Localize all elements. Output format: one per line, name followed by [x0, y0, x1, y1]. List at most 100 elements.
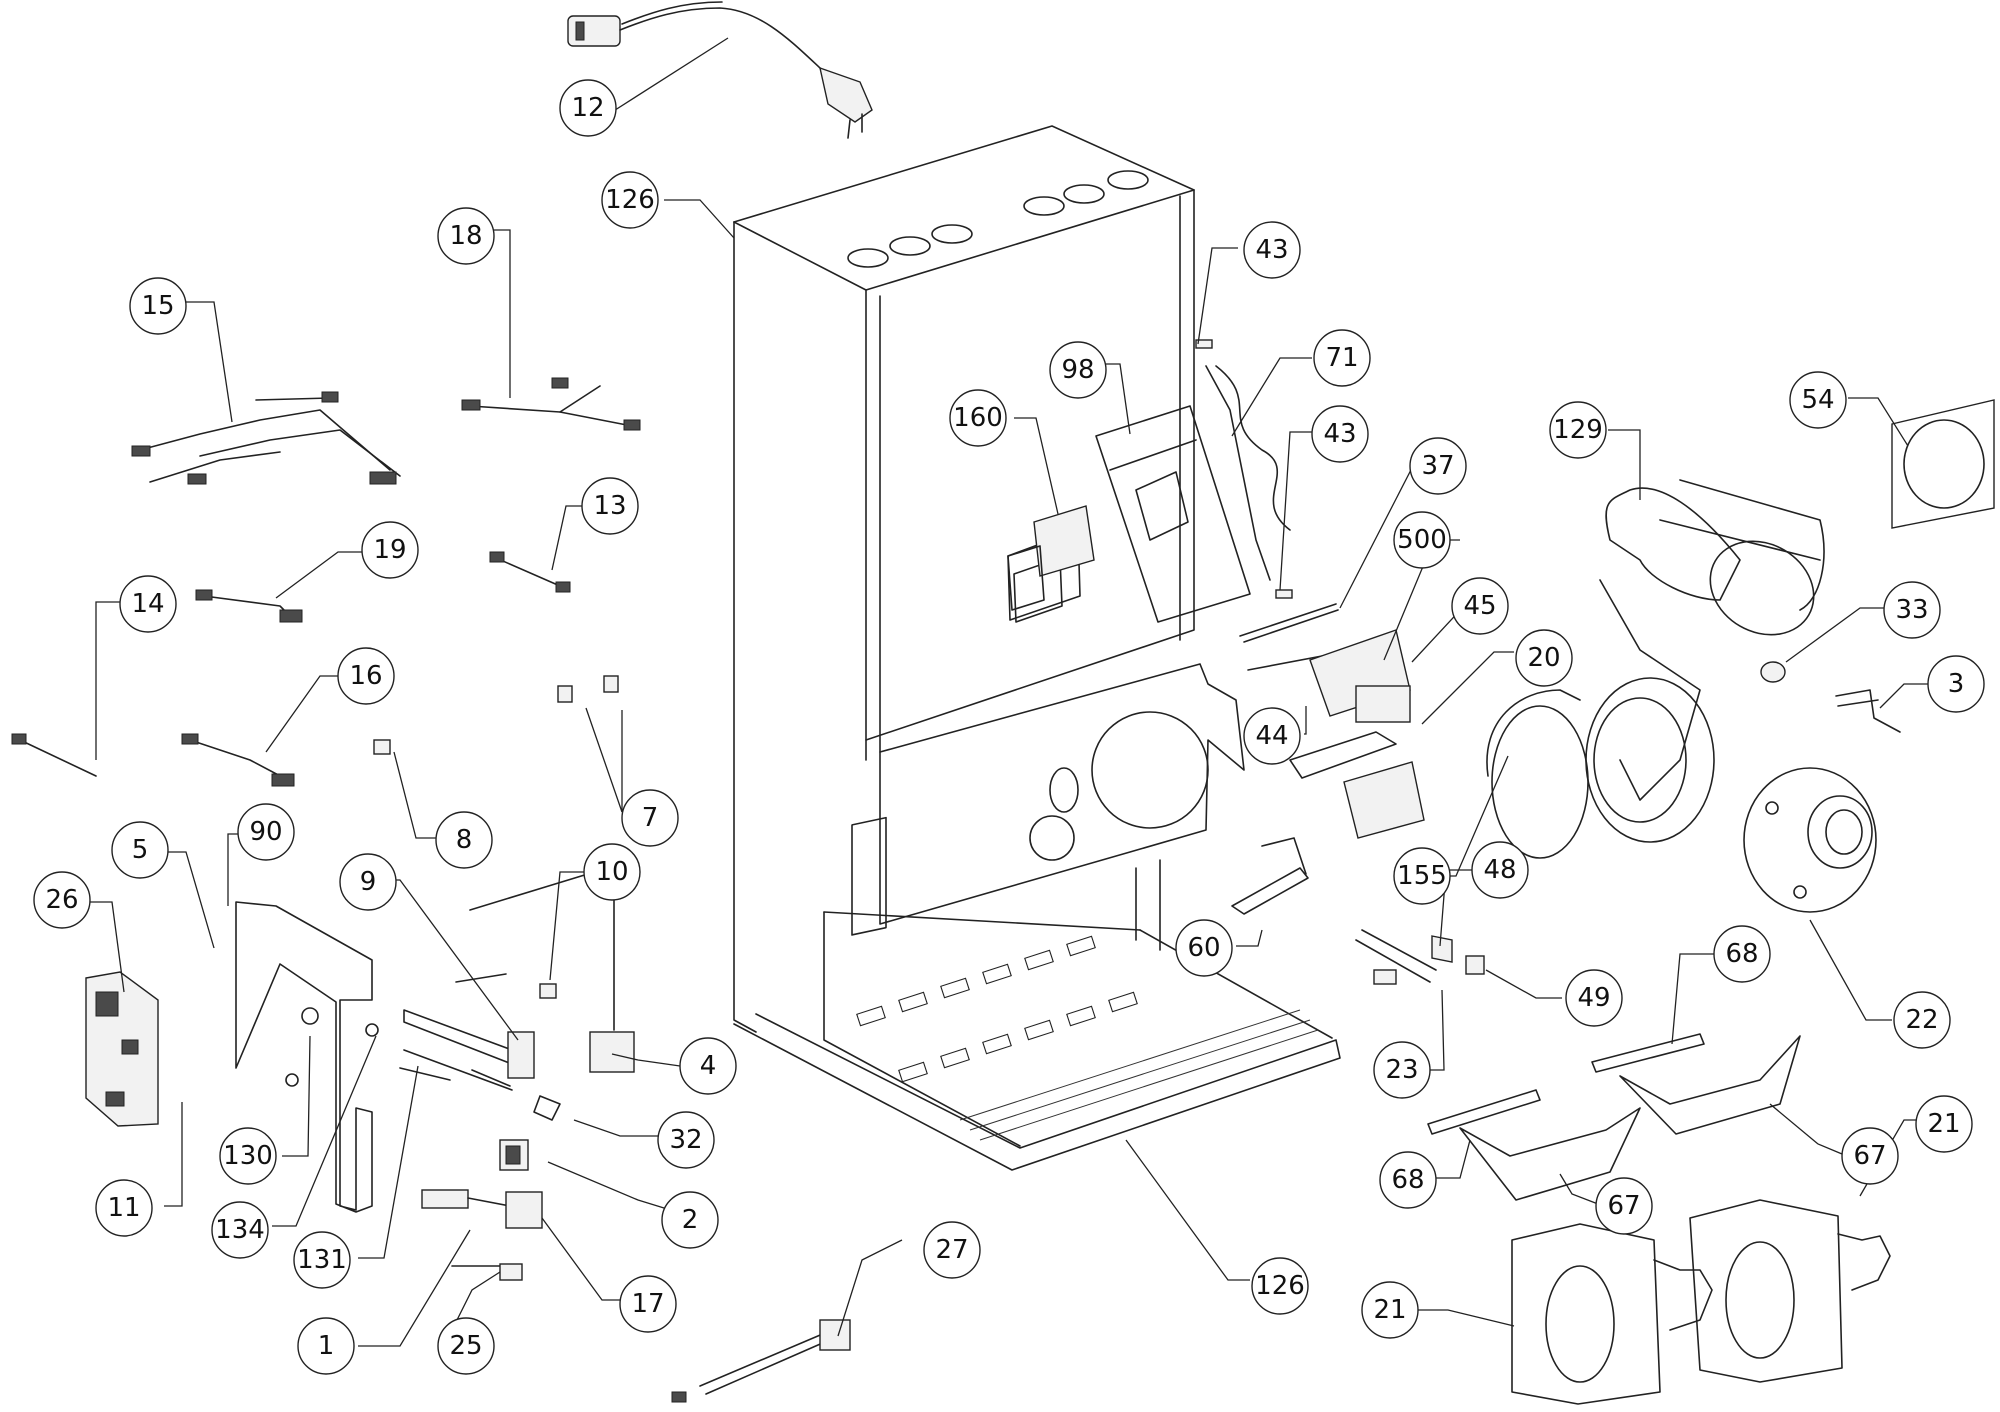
callout-label: 17	[631, 1289, 664, 1319]
part-thermostat	[671, 1319, 851, 1403]
callout-14: 14	[119, 575, 177, 633]
callout-2: 2	[661, 1191, 719, 1249]
tray-slots	[856, 935, 1319, 1141]
callout-48: 48	[1471, 841, 1529, 899]
callout-10: 10	[583, 843, 641, 901]
callout-20: 20	[1515, 629, 1573, 687]
callout-label: 49	[1577, 983, 1610, 1013]
part-power-cord	[567, 1, 873, 139]
callout-71: 71	[1313, 329, 1371, 387]
callout-label: 90	[249, 817, 282, 847]
callout-22: 22	[1893, 991, 1951, 1049]
callout-label: 129	[1553, 415, 1603, 445]
callout-33: 33	[1883, 581, 1941, 639]
callout-label: 12	[571, 93, 604, 123]
callout-130: 130	[219, 1127, 277, 1185]
callout-27: 27	[923, 1221, 981, 1279]
callout-label: 22	[1905, 1005, 1938, 1035]
callout-label: 11	[107, 1193, 140, 1223]
callout-label: 1	[318, 1331, 335, 1361]
callout-label: 71	[1325, 343, 1358, 373]
callout-label: 2	[682, 1205, 699, 1235]
callout-label: 16	[349, 661, 382, 691]
callout-90: 90	[237, 803, 295, 861]
callout-1: 1	[297, 1317, 355, 1375]
callout-15: 15	[129, 277, 187, 335]
callout-23: 23	[1373, 1041, 1431, 1099]
part-wire-harnesses	[11, 377, 641, 787]
part-combustion-elbow	[1486, 479, 1825, 859]
parts-artwork	[11, 1, 1995, 1405]
callout-label: 20	[1527, 643, 1560, 673]
callout-label: 33	[1895, 595, 1928, 625]
callout-label: 21	[1373, 1295, 1406, 1325]
callout-16: 16	[337, 647, 395, 705]
callout-43-mid: 43	[1311, 405, 1369, 463]
callout-67-left: 67	[1595, 1177, 1653, 1235]
callout-7: 7	[621, 789, 679, 847]
callout-label: 67	[1607, 1191, 1640, 1221]
callout-label: 27	[935, 1235, 968, 1265]
part-igniter	[1355, 929, 1485, 985]
callout-label: 60	[1187, 933, 1220, 963]
callout-label: 68	[1725, 939, 1758, 969]
callout-13: 13	[581, 477, 639, 535]
callout-label: 37	[1421, 451, 1454, 481]
callout-19: 19	[361, 521, 419, 579]
part-main-cabinet	[733, 125, 1341, 1171]
callout-label: 67	[1853, 1141, 1886, 1171]
callout-129: 129	[1549, 401, 1607, 459]
callout-label: 126	[605, 185, 655, 215]
callout-54: 54	[1789, 371, 1847, 429]
callout-label: 134	[215, 1215, 265, 1245]
callout-98: 98	[1049, 341, 1107, 399]
callout-label: 8	[456, 825, 473, 855]
part-auger-assembly	[1007, 339, 1425, 839]
callout-49: 49	[1565, 969, 1623, 1027]
callout-126-top: 126	[601, 171, 659, 229]
callout-4: 4	[679, 1037, 737, 1095]
callout-60: 60	[1175, 919, 1233, 977]
callout-label: 45	[1463, 591, 1496, 621]
callout-43-top: 43	[1243, 221, 1301, 279]
callout-3: 3	[1927, 655, 1985, 713]
part-blower-brackets	[1427, 1033, 1801, 1201]
callout-160: 160	[949, 389, 1007, 447]
callout-label: 15	[141, 291, 174, 321]
callout-8: 8	[435, 811, 493, 869]
callout-label: 18	[449, 221, 482, 251]
callout-label: 19	[373, 535, 406, 565]
callout-label: 9	[360, 867, 377, 897]
callout-25: 25	[437, 1317, 495, 1375]
callout-17: 17	[619, 1275, 677, 1333]
callout-68-right: 68	[1713, 925, 1771, 983]
callout-134: 134	[211, 1201, 269, 1259]
callout-label: 5	[132, 835, 149, 865]
callout-label: 14	[131, 589, 164, 619]
callout-label: 126	[1255, 1271, 1305, 1301]
callout-21-left: 21	[1361, 1281, 1419, 1339]
callout-45: 45	[1451, 577, 1509, 635]
callout-9: 9	[339, 853, 397, 911]
part-blowers	[1511, 1199, 1891, 1405]
callout-label: 21	[1927, 1109, 1960, 1139]
callout-44: 44	[1243, 707, 1301, 765]
callout-126-bottom: 126	[1251, 1257, 1309, 1315]
callout-32: 32	[657, 1111, 715, 1169]
part-fan-motor	[1743, 767, 1877, 913]
callout-26: 26	[33, 871, 91, 929]
part-gasket	[1891, 399, 1995, 529]
callout-37: 37	[1409, 437, 1467, 495]
callout-bubbles: 12 126 18 15 13 19 14 16 7 8 5 90 26 9 1…	[33, 79, 1985, 1375]
part-plug-and-pin	[1760, 661, 1901, 733]
callout-68-left: 68	[1379, 1151, 1437, 1209]
callout-label: 130	[223, 1141, 273, 1171]
callout-label: 32	[669, 1125, 702, 1155]
callout-label: 44	[1255, 721, 1288, 751]
callout-label: 7	[642, 803, 659, 833]
callout-label: 25	[449, 1331, 482, 1361]
callout-label: 23	[1385, 1055, 1418, 1085]
callout-67-right: 67	[1841, 1127, 1899, 1185]
